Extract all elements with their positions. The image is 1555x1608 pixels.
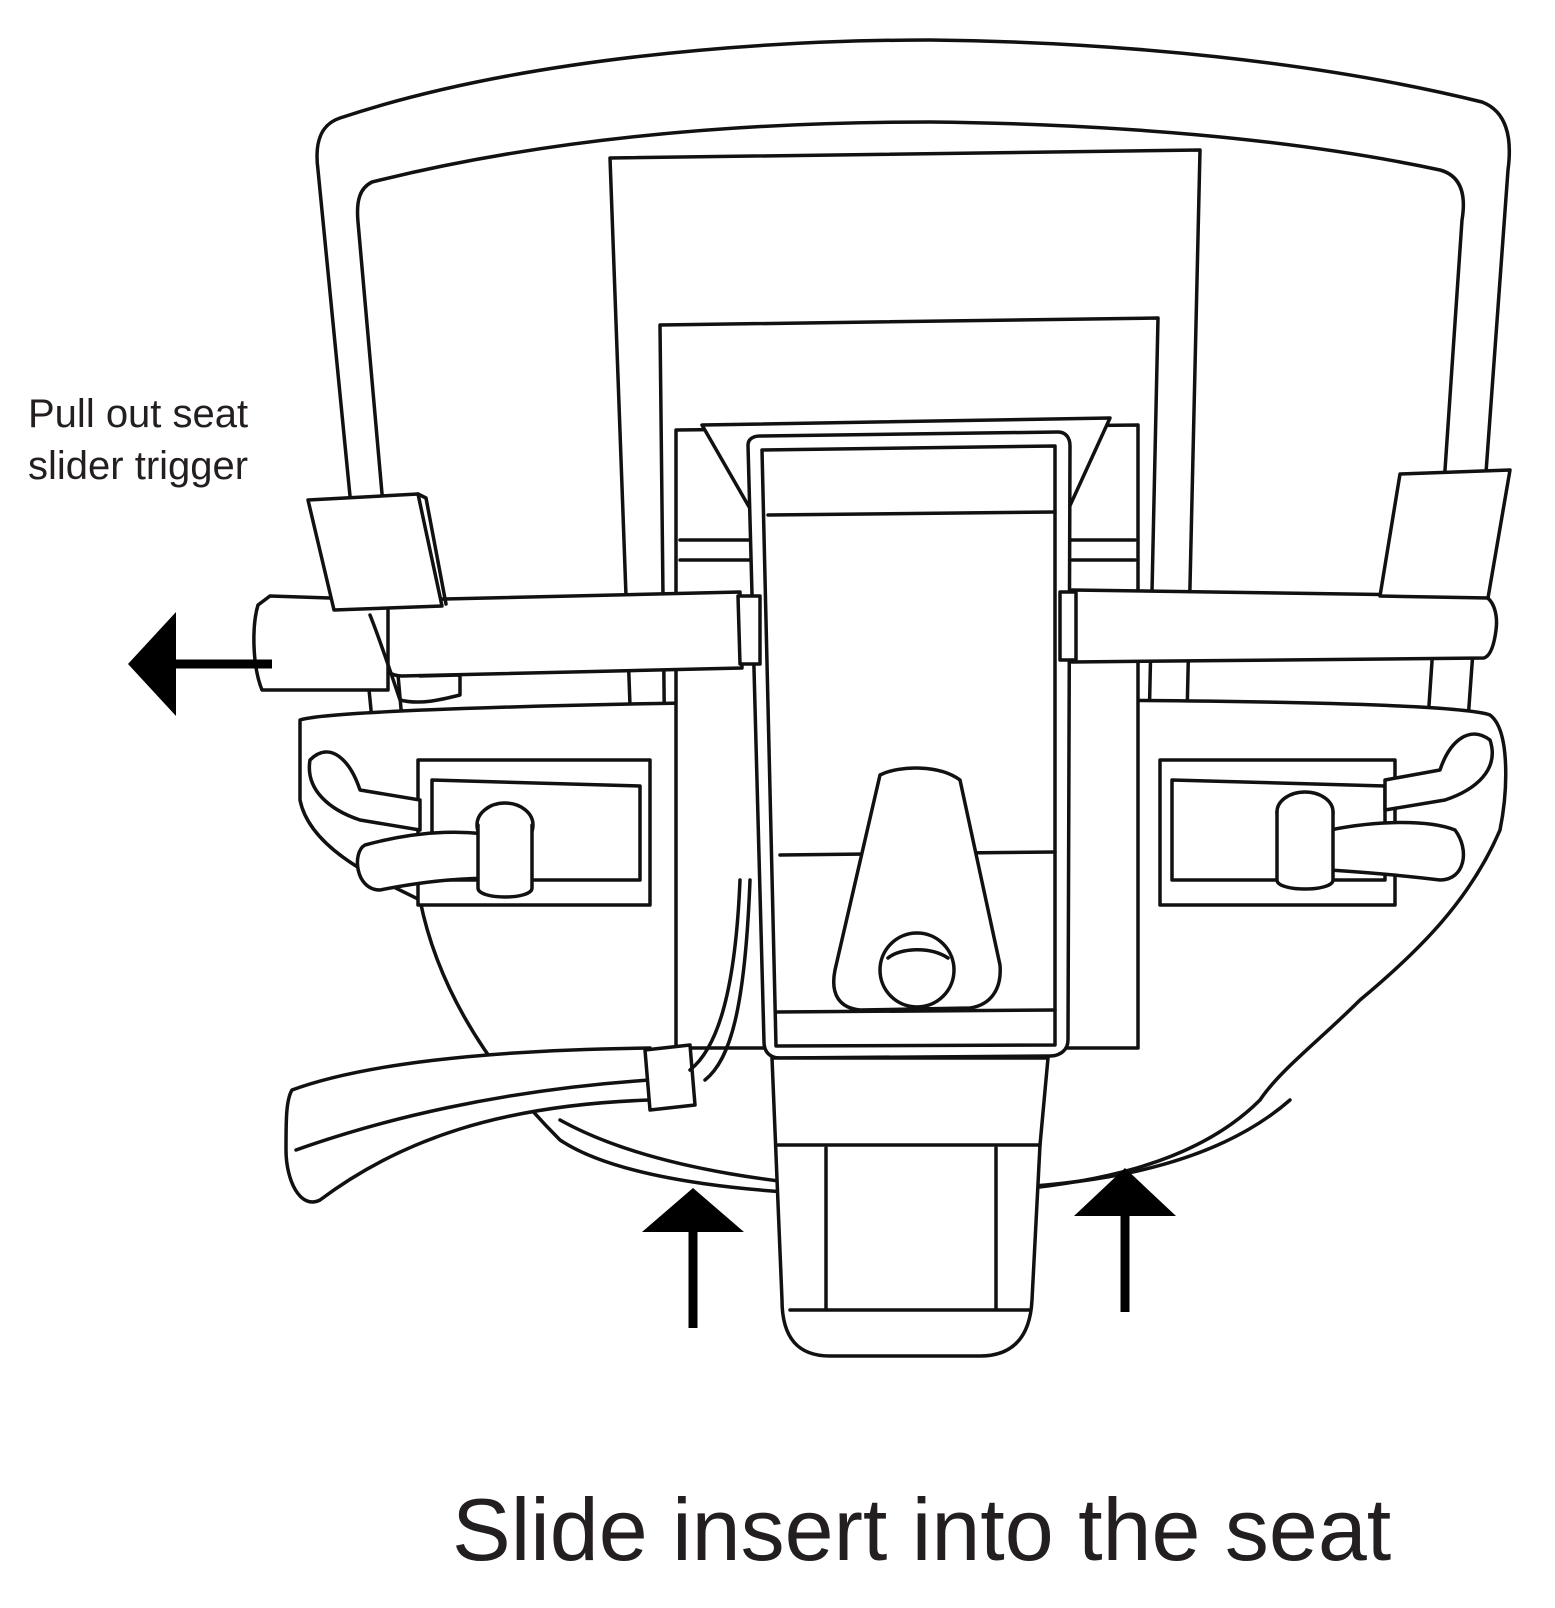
- slider-trigger-ring: [368, 613, 462, 704]
- left-long-lever: [284, 1046, 652, 1204]
- center-insert-inner: [760, 444, 1057, 1048]
- right-pin-body: [1275, 810, 1335, 891]
- center-hole-inner: [886, 948, 950, 960]
- center-bracket: [832, 766, 1002, 1012]
- left-cable-arm: [307, 750, 422, 832]
- slider-rod-cap-left: [736, 594, 762, 666]
- pull-arrow-head: [128, 612, 176, 716]
- trigger-label-line1: Pull out seat: [28, 392, 249, 436]
- right-lever-handle: [1328, 820, 1466, 882]
- left-long-lever-edge: [294, 1078, 652, 1152]
- slider-trigger-tab-edge: [416, 492, 448, 606]
- center-hole: [878, 931, 956, 1009]
- trigger-label-line2: slider trigger: [28, 444, 249, 488]
- right-cable-arm: [1383, 732, 1494, 812]
- slider-rod-cap-right: [1058, 590, 1078, 662]
- left-cable: [688, 878, 752, 1082]
- instruction-caption: Slide insert into the seat: [452, 1480, 1392, 1579]
- center-rail-right: [1068, 538, 1137, 562]
- insert-tongue-ridge: [776, 1143, 1042, 1312]
- left-cable-clip: [643, 1043, 697, 1112]
- slider-trigger-tab: [306, 492, 444, 612]
- right-rail-inner: [1170, 778, 1387, 882]
- left-pin-body: [476, 823, 534, 899]
- insert-arrow-left-head: [642, 1188, 744, 1232]
- insert-arrow-right-head: [1074, 1168, 1176, 1216]
- right-trigger-tab: [1378, 468, 1512, 600]
- slider-rod-right: [1070, 588, 1499, 664]
- backrest-inner-contour: [355, 120, 1466, 722]
- center-insert-body: [746, 430, 1072, 1060]
- center-rail-left: [678, 538, 762, 562]
